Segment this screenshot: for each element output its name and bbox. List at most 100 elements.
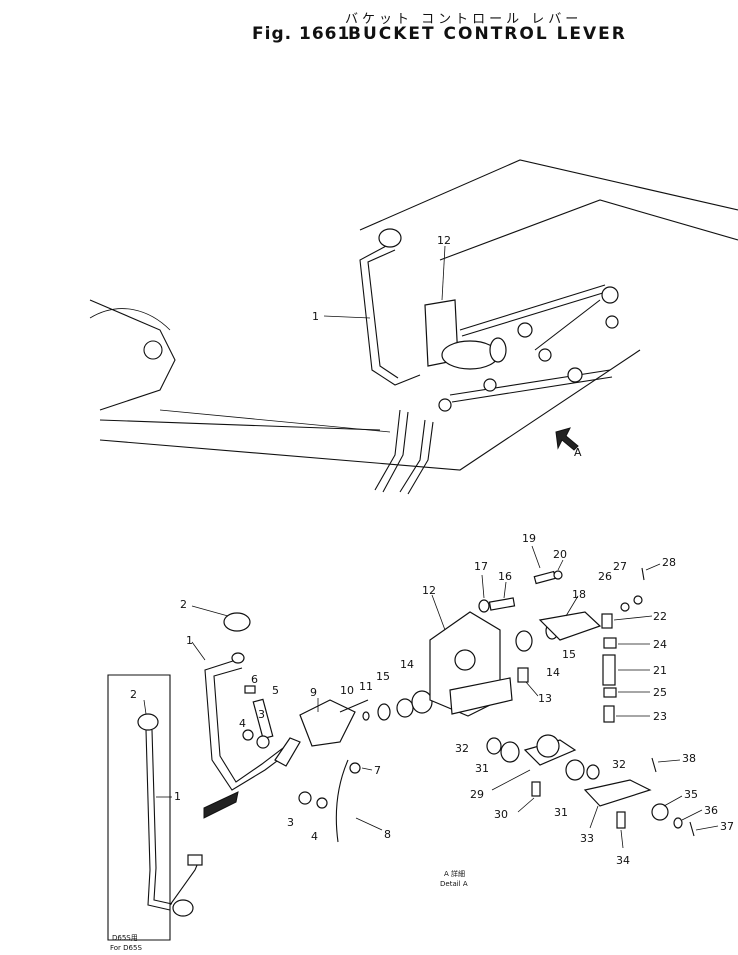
callout-4-top: 4 [239, 717, 246, 730]
leader-37 [695, 825, 719, 831]
figure-number: Fig. 1661 [252, 24, 351, 44]
part-32-left [486, 737, 502, 755]
callout-10: 10 [340, 684, 354, 697]
callout-14-right: 14 [546, 666, 560, 679]
leader-12 [431, 594, 446, 631]
pipe-left [374, 409, 401, 491]
callout-32-left: 32 [455, 742, 469, 755]
lever-rod-2 [367, 249, 399, 379]
callout-12-overview: 12 [437, 234, 451, 247]
title-japanese: バケット コントロール レバー [345, 12, 583, 27]
fender-detail [89, 308, 171, 331]
part-24 [603, 637, 617, 649]
upper-rod [459, 284, 606, 331]
callout-11: 11 [359, 680, 373, 693]
part-11 [377, 703, 391, 721]
leader-34 [620, 829, 624, 849]
part-9-yoke [299, 699, 356, 747]
part-38 [651, 757, 657, 773]
callout-5: 5 [272, 684, 279, 697]
leader-1-overview [323, 315, 371, 319]
callout-17: 17 [474, 560, 488, 573]
part-37 [689, 821, 695, 837]
callout-15-right: 15 [562, 648, 576, 661]
inset-lever-2 [151, 729, 173, 905]
callout-15-left: 15 [376, 670, 390, 683]
pivot-4 [605, 315, 619, 329]
pivot-3 [601, 286, 619, 304]
callout-6: 6 [251, 673, 258, 686]
part-31-left [500, 741, 520, 763]
inset-knob [137, 713, 159, 731]
part-5-rod [252, 698, 274, 740]
leader-12-overview [441, 245, 446, 301]
callout-34: 34 [616, 854, 630, 867]
callout-33: 33 [580, 832, 594, 845]
part-lever-arm [274, 737, 301, 767]
part-33-arm [583, 779, 652, 807]
part-9-rod [339, 699, 369, 713]
main-lever [204, 659, 286, 791]
pivot-5 [567, 367, 583, 383]
inset-caption-en: For D65S [110, 944, 142, 952]
pipe-right [399, 419, 426, 493]
leader-38 [657, 759, 681, 763]
leader-20 [557, 559, 564, 571]
floor-edge-2 [159, 409, 391, 433]
callout-3-bottom: 3 [287, 816, 294, 829]
detail-label-jp: A 詳細 [444, 869, 465, 878]
callout-16: 16 [498, 570, 512, 583]
leader-35 [663, 795, 683, 807]
callout-25: 25 [653, 686, 667, 699]
cab-panel-line [439, 199, 738, 261]
callout-9: 9 [310, 686, 317, 699]
callout-28: 28 [662, 556, 676, 569]
callout-31-right: 31 [554, 806, 568, 819]
leader-7 [361, 767, 373, 771]
callout-21: 21 [653, 664, 667, 677]
upper-rod-2 [461, 291, 607, 337]
shaft-end [489, 337, 507, 363]
callout-35: 35 [684, 788, 698, 801]
inset-boss [172, 899, 194, 917]
part-32-right [586, 764, 600, 780]
pivot-7 [438, 398, 452, 412]
part-19-bolt [533, 570, 557, 585]
part-28 [641, 567, 645, 581]
part-12-shaft [449, 677, 513, 715]
leader-36 [681, 809, 703, 821]
leader-2 [191, 605, 229, 617]
fender-line [89, 299, 176, 411]
callout-14-left: 14 [400, 658, 414, 671]
inset-view: 2 1 D65S用 For D65S [107, 674, 203, 952]
part-20-washer [553, 570, 563, 580]
part-34 [616, 811, 626, 829]
lower-rod-2 [451, 376, 613, 403]
cab-floor-line [99, 349, 641, 471]
inset-lever [145, 729, 171, 911]
inset-pivot [187, 854, 203, 866]
exploded-view: 2 1 6 5 4 3 9 10 11 15 14 7 8 3 4 12 13 … [180, 532, 734, 888]
view-arrow [555, 427, 579, 451]
leader-29 [491, 769, 531, 791]
part-16-bolt [488, 597, 516, 611]
part-21 [602, 654, 616, 686]
part-12-boss [454, 649, 476, 671]
callout-38: 38 [682, 752, 696, 765]
part-14-left [411, 690, 433, 714]
callout-12: 12 [422, 584, 436, 597]
detail-label-en: Detail A [440, 880, 468, 888]
leader-17 [481, 574, 485, 599]
pivot-1 [517, 322, 533, 338]
part-10 [362, 711, 370, 721]
lever-knob [378, 228, 402, 248]
part-23 [603, 705, 615, 723]
leader-2-inset [143, 699, 147, 715]
leader-16 [503, 581, 507, 599]
part-8-cable [335, 759, 349, 843]
part-7 [349, 762, 361, 774]
leader-18 [565, 595, 579, 617]
callout-30: 30 [494, 808, 508, 821]
part-4-top [242, 729, 254, 741]
